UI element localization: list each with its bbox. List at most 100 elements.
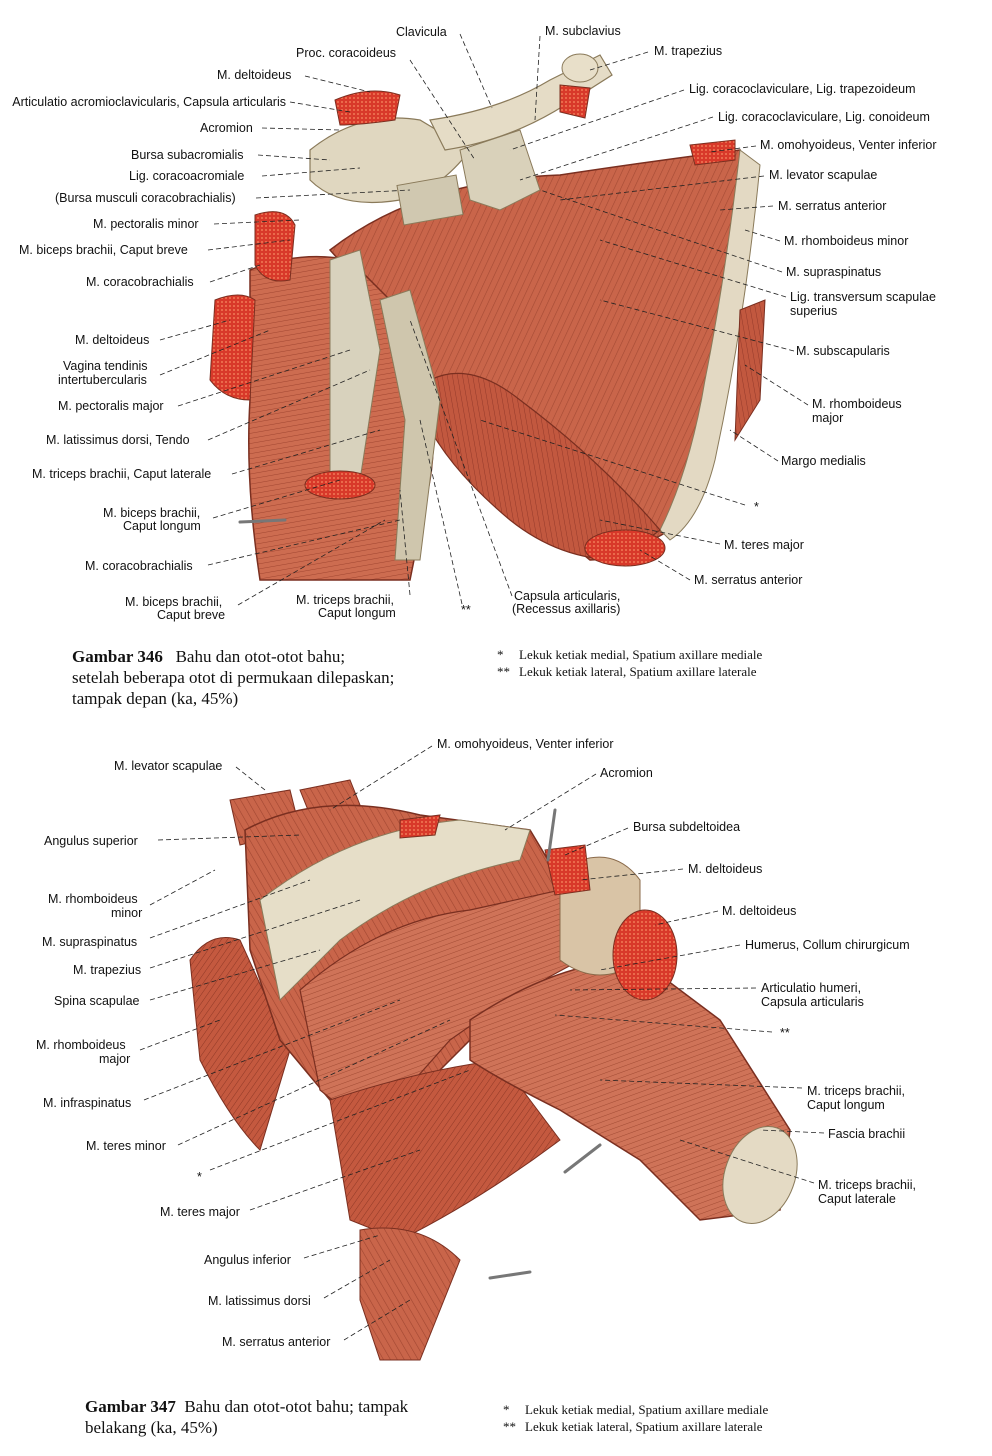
pectoralis-tendon-shape [396,174,464,226]
note-text: Lekuk ketiak medial, Spatium axillare me… [519,647,763,662]
caption-346-text2: setelah beberapa otot di permukaan dilep… [72,668,395,687]
caption-346-line1: Gambar 346 Bahu dan otot-otot bahu; [72,646,394,667]
label-major: major [812,411,844,425]
label-triceps-brachii-back-1: M. triceps brachii, [807,1084,905,1098]
label-angulus-inferior: Angulus inferior [204,1253,291,1267]
caption-347-text1: Bahu dan otot-otot bahu; tampak [184,1397,409,1416]
label-latissimus-dorsi-back: M. latissimus dorsi [208,1294,311,1308]
label-deltoideus-back-2: M. deltoideus [722,904,797,918]
label-supraspinatus-back: M. supraspinatus [42,935,138,949]
label-latissimus-tendo: M. latissimus dorsi, Tendo [46,433,190,447]
coracobrachialis-tendon-shape [379,289,441,561]
label-major-back: major [99,1052,131,1066]
caption-347-number: Gambar 347 [85,1397,176,1416]
coracoid-ligament-shape [459,129,541,211]
label-omohyoideus: M. omohyoideus, Venter inferior [760,138,937,152]
label-subclavius: M. subclavius [545,24,621,38]
pin-shape [238,518,287,524]
label-lig-conoideum: Lig. coracoclaviculare, Lig. conoideum [718,110,930,124]
label-intertubercularis: intertubercularis [58,373,147,387]
deltoid-cut-shape [209,294,256,401]
label-lig-transversum: Lig. transversum scapulae [790,290,936,304]
label-trapezius-back: M. trapezius [73,963,142,977]
latissimus-back-shape [359,1227,461,1361]
label-infraspinatus: M. infraspinatus [43,1096,132,1110]
label-minor-back: minor [111,906,143,920]
label-humerus-collum: Humerus, Collum chirurgicum [745,938,910,952]
label-levator-scapulae-back: M. levator scapulae [114,759,223,773]
label-biceps-brachii-1: M. biceps brachii, [103,506,201,520]
label-capsula-articularis: Capsula articularis, [514,589,621,603]
label-teres-major: M. teres major [724,538,804,552]
label-rhomboideus-back-1: M. rhomboideus [48,892,138,906]
label-capsula-articularis-back: Capsula articularis [761,995,864,1009]
omohyoid-cut-back-shape [399,814,441,839]
label-asterisk-347: * [197,1170,202,1184]
label-bursa-subacromialis: Bursa subacromialis [131,148,244,162]
trapezius-cut-shape [559,84,591,119]
label-bursa-coracobrachialis: (Bursa musculi coracobrachialis) [55,191,236,205]
teres-major-back-shape [329,1059,561,1241]
label-rhomboideus-minor: M. rhomboideus minor [784,234,909,248]
label-bursa-subdeltoidea: Bursa subdeltoidea [633,820,741,834]
caption-346-text3: tampak depan (ka, 45%) [72,689,239,708]
pin-back-3-shape [488,1270,532,1280]
fascia-brachii-shape [722,1126,798,1224]
note-347-1: * Lekuk ketiak medial, Spatium axillare m… [503,1401,768,1418]
clavicula-end-shape [561,53,599,83]
label-vagina-tendinis: Vagina tendinis [63,359,148,373]
caption-347: Gambar 347 Bahu dan otot-otot bahu; tamp… [85,1396,408,1438]
notes-346: *Lekuk ketiak medial, Spatium axillare m… [497,646,762,680]
caption-346: Gambar 346 Bahu dan otot-otot bahu; sete… [72,646,394,709]
pin-back-1-shape [546,808,557,862]
label-pectoralis-minor: M. pectoralis minor [93,217,199,231]
label-lig-coracoacromiale: Lig. coracoacromiale [129,169,245,183]
omohyoideus-cut-shape [689,139,736,166]
caption-347-line1: Gambar 347 Bahu dan otot-otot bahu; tamp… [85,1396,408,1417]
deltoid-cut-back-shape [612,909,678,1001]
arm-back-shape [469,959,791,1221]
rhomboideus-back-shape [189,937,291,1151]
spina-scapulae-shape [259,819,531,1002]
biceps-cut-shape [304,470,376,500]
label-caput-longum-back: Caput longum [807,1098,885,1112]
label-trapezius: M. trapezius [654,44,723,58]
label-levator-scapulae: M. levator scapulae [769,168,878,182]
label-double-asterisk-347: ** [780,1026,790,1040]
label-acromion-back: Acromion [600,766,653,780]
note-346-2: **Lekuk ketiak lateral, Spatium axillare… [497,663,762,680]
deltoid-top-cut-shape [334,90,401,126]
label-biceps-brachii-2: M. biceps brachii, [125,595,223,609]
note-347-2: **Lekuk ketiak lateral, Spatium axillare… [503,1418,768,1435]
caption-346-text1: Bahu dan otot-otot bahu; [175,647,346,666]
label-clavicula: Clavicula [396,25,447,39]
label-margo-medialis: Margo medialis [781,454,866,468]
label-deltoideus-top: M. deltoideus [217,68,292,82]
note-mark: * [503,1402,510,1417]
label-caput-laterale-back: Caput laterale [818,1192,896,1206]
serratus-cut-shape [584,529,666,567]
label-teres-major-back: M. teres major [160,1205,240,1219]
label-supraspinatus: M. supraspinatus [786,265,882,279]
label-caput-longum-1: Caput longum [123,519,201,533]
caption-346-number: Gambar 346 [72,647,163,666]
label-coracobrachialis-top: M. coracobrachialis [86,275,194,289]
label-caput-breve-2: Caput breve [157,608,226,622]
label-proc-coracoideus: Proc. coracoideus [296,46,397,60]
biceps-tendon-shape [329,249,381,481]
label-serratus-anterior-back: M. serratus anterior [222,1335,331,1349]
note-text: Lekuk ketiak medial, Spatium axillare me… [525,1402,769,1417]
note-346-1: *Lekuk ketiak medial, Spatium axillare m… [497,646,762,663]
label-lig-trapezoideum: Lig. coracoclaviculare, Lig. trapezoideu… [689,82,916,96]
caption-347-text2: belakang (ka, 45%) [85,1418,218,1437]
note-mark: ** [497,664,510,679]
label-rhomboideus-back-2: M. rhomboideus [36,1038,126,1052]
label-omohyoideus-back: M. omohyoideus, Venter inferior [437,737,614,751]
label-double-asterisk-346: ** [461,603,471,617]
label-deltoideus-left: M. deltoideus [75,333,150,347]
label-triceps-caput-laterale: M. triceps brachii, Caput laterale [32,467,212,481]
pin-back-2-shape [563,1143,602,1174]
label-rhomboideus-major: M. rhomboideus [812,397,902,411]
